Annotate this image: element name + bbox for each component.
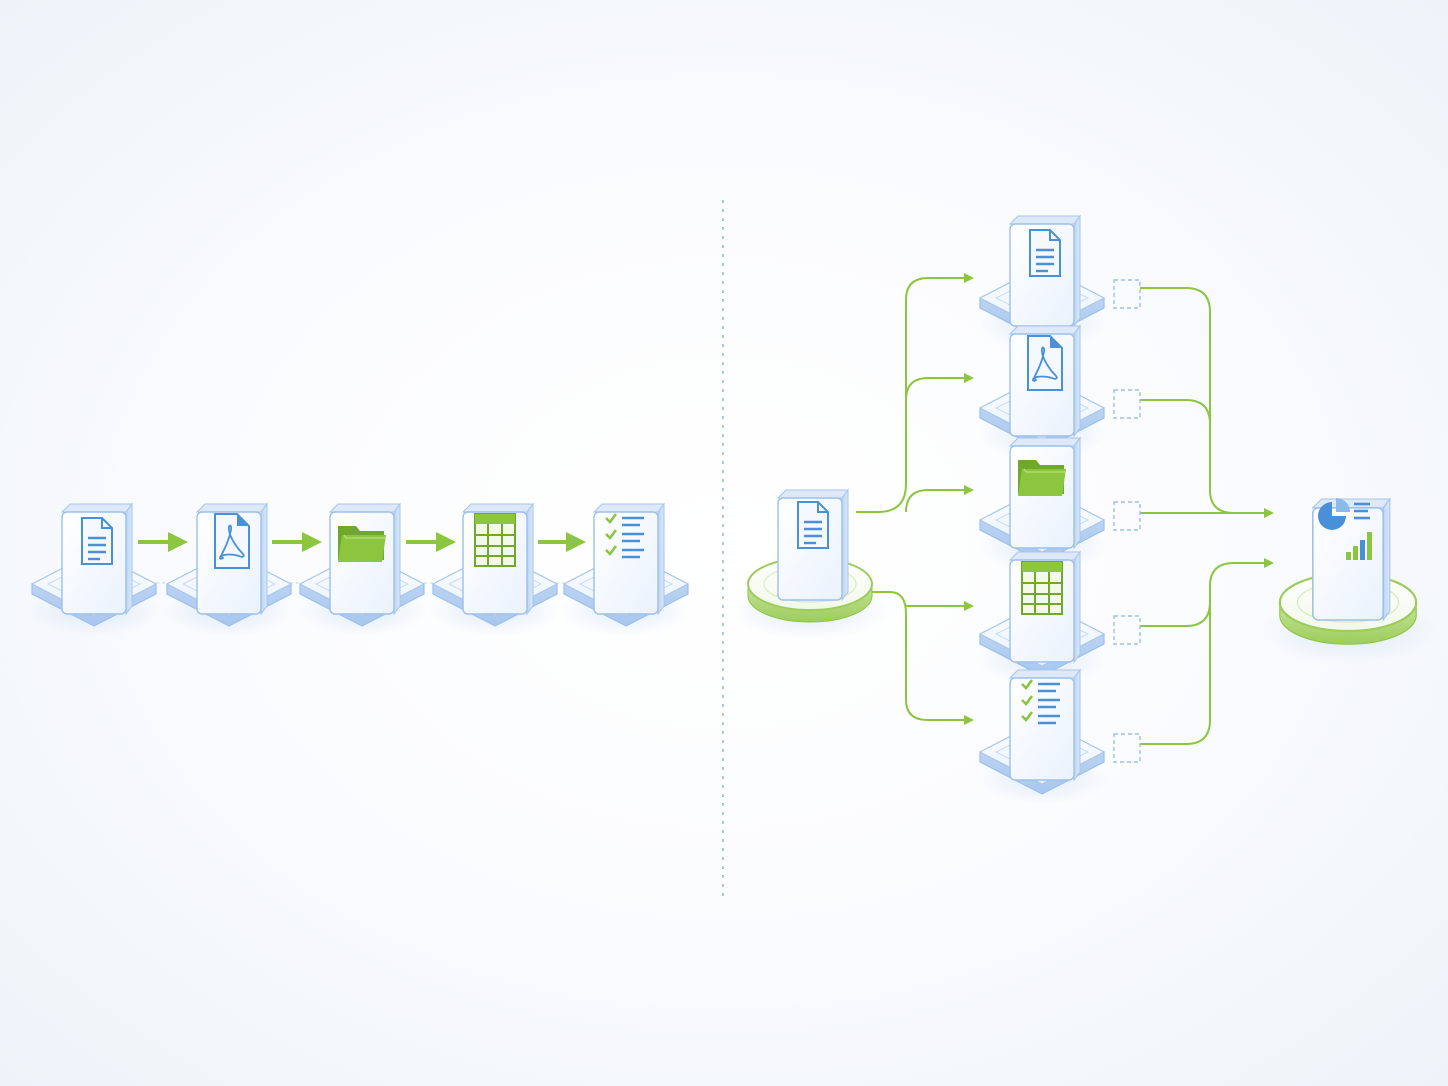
parallel-flow bbox=[729, 215, 1438, 805]
spreadsheet-icon bbox=[474, 513, 516, 567]
folder-icon bbox=[337, 525, 387, 563]
branch-node-checklist bbox=[975, 669, 1141, 805]
text-document-icon bbox=[796, 500, 830, 550]
branch-node-spreadsheet bbox=[975, 551, 1141, 687]
text-document-icon bbox=[1028, 228, 1062, 278]
target-node bbox=[1258, 496, 1438, 666]
seq-node-checklist bbox=[559, 503, 693, 637]
branch-connectors bbox=[856, 273, 1274, 745]
pdf-icon bbox=[1027, 335, 1063, 391]
spreadsheet-icon bbox=[1021, 561, 1063, 615]
sequential-flow bbox=[27, 503, 693, 637]
text-document-icon bbox=[80, 516, 114, 566]
seq-node-pdf-document bbox=[162, 503, 296, 637]
connector-stub bbox=[1113, 389, 1141, 419]
connector-stub bbox=[1113, 279, 1141, 309]
connector-stub bbox=[1113, 615, 1141, 645]
seq-node-folder bbox=[295, 503, 429, 637]
connector-stub bbox=[1113, 501, 1141, 531]
seq-node-text-document bbox=[27, 503, 161, 637]
connector-stub bbox=[1113, 733, 1141, 763]
pdf-icon bbox=[214, 513, 250, 569]
folder-icon bbox=[1017, 459, 1067, 497]
seq-node-spreadsheet bbox=[428, 503, 562, 637]
